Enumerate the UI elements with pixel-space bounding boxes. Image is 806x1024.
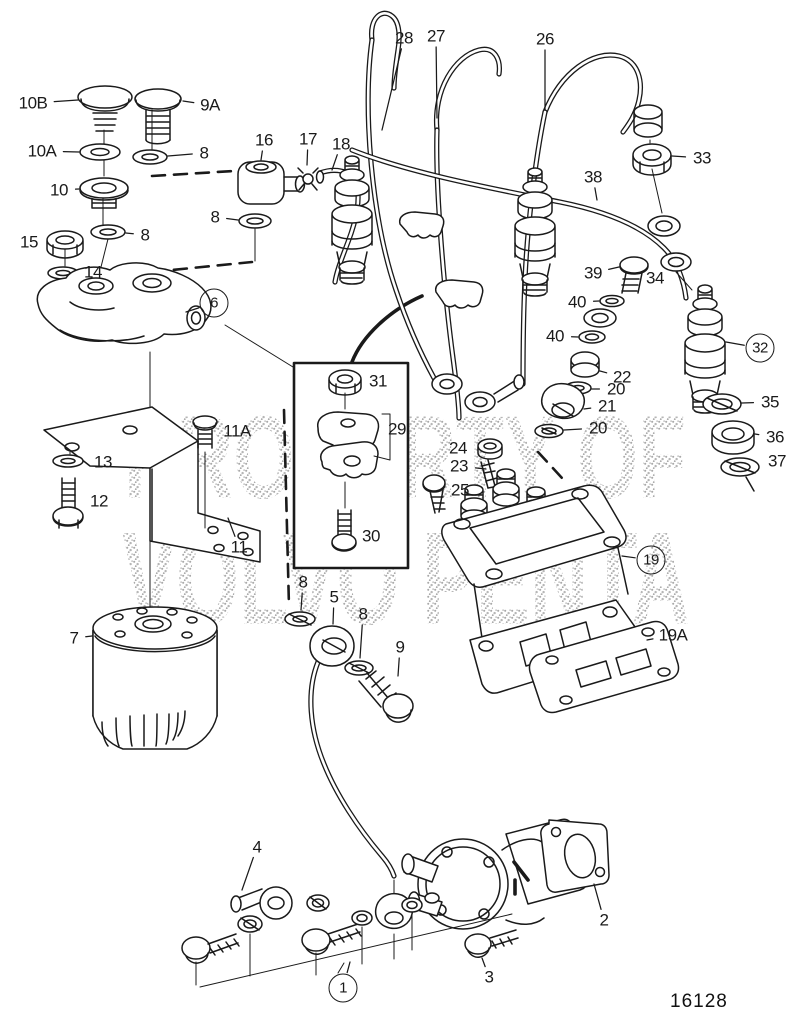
leader-line-8 bbox=[167, 153, 193, 157]
callout-24-37: 24 bbox=[449, 438, 467, 458]
leader-line-2 bbox=[593, 883, 602, 910]
leader-line-9 bbox=[397, 657, 400, 677]
leader-line-1 bbox=[346, 961, 351, 974]
callout-21-23: 21 bbox=[598, 396, 616, 416]
leader-line-36 bbox=[754, 433, 760, 436]
callout-9-46: 9 bbox=[395, 637, 405, 657]
callout-8-45: 8 bbox=[358, 604, 368, 624]
callout-33-15: 33 bbox=[693, 148, 711, 168]
leader-line-8 bbox=[226, 217, 239, 221]
callout-5-44: 5 bbox=[329, 587, 339, 607]
leader-line-11 bbox=[227, 517, 236, 537]
leader-line-7 bbox=[85, 635, 93, 638]
callout-35-26: 35 bbox=[761, 392, 779, 412]
return-line-hardware bbox=[578, 104, 693, 344]
callout-9A-1: 9A bbox=[200, 95, 220, 115]
callout-19A-41: 19A bbox=[658, 625, 688, 645]
callout-6-29: 6 bbox=[199, 288, 229, 318]
leader-line-8 bbox=[125, 232, 134, 235]
leader-line-20 bbox=[563, 428, 583, 431]
leader-line-8 bbox=[359, 624, 363, 659]
bottom-hardware-row bbox=[181, 886, 519, 988]
leader-line-3 bbox=[481, 957, 486, 968]
injection-pump bbox=[441, 468, 680, 714]
callout-18-7: 18 bbox=[332, 134, 350, 154]
leader-line-39 bbox=[608, 266, 620, 271]
callout-leader-lines bbox=[53, 46, 760, 974]
callout-2-50: 2 bbox=[599, 910, 609, 930]
callout-40-18: 40 bbox=[568, 292, 586, 312]
leader-line-16 bbox=[260, 150, 263, 161]
callout-4-47: 4 bbox=[252, 837, 262, 857]
callout-7-42: 7 bbox=[69, 628, 79, 648]
callout-22-21: 22 bbox=[613, 367, 631, 387]
leader-line-22 bbox=[599, 370, 608, 374]
callout-29-35: 29 bbox=[388, 419, 406, 439]
callout-10-4: 10 bbox=[50, 180, 68, 200]
callout-13-31: 13 bbox=[94, 452, 112, 472]
mounting-bracket bbox=[43, 406, 261, 563]
callout-38-16: 38 bbox=[584, 167, 602, 187]
leader-line-19 bbox=[621, 555, 636, 559]
injection-pipes bbox=[349, 10, 689, 421]
leader-line-5 bbox=[332, 607, 335, 625]
leader-line-6 bbox=[185, 307, 200, 313]
clamp-detail-box bbox=[292, 294, 424, 570]
fuel-filter bbox=[92, 606, 218, 750]
callout-3-49: 3 bbox=[484, 967, 494, 987]
callout-28-12: 28 bbox=[395, 28, 413, 48]
callout-10B-0: 10B bbox=[18, 93, 48, 113]
leader-line-9A bbox=[182, 100, 195, 104]
callout-37-28: 37 bbox=[768, 451, 786, 471]
leader-line-4 bbox=[241, 856, 254, 891]
callout-32-25: 32 bbox=[745, 333, 775, 363]
leader-line-38 bbox=[594, 187, 598, 201]
fuel-line-banjo bbox=[284, 611, 414, 879]
plug-and-washer-stack bbox=[46, 85, 182, 300]
callout-8-43: 8 bbox=[298, 572, 308, 592]
callout-23-38: 23 bbox=[450, 456, 468, 476]
injector-seal-washers bbox=[702, 393, 760, 492]
callout-14-10: 14 bbox=[84, 262, 102, 282]
leader-line-8 bbox=[300, 592, 303, 611]
callout-39-17: 39 bbox=[584, 263, 602, 283]
callout-30-36: 30 bbox=[362, 526, 380, 546]
callout-1-48: 1 bbox=[328, 973, 358, 1003]
leader-line-17 bbox=[306, 149, 309, 166]
pump-inlet-hardware bbox=[422, 351, 600, 514]
callout-27-13: 27 bbox=[427, 26, 445, 46]
callout-20-24: 20 bbox=[589, 418, 607, 438]
callout-20-22: 20 bbox=[607, 379, 625, 399]
leader-line-19A bbox=[646, 638, 654, 641]
callout-17-6: 17 bbox=[299, 129, 317, 149]
callout-16-5: 16 bbox=[255, 130, 273, 150]
leader-line-18 bbox=[331, 154, 338, 171]
callout-12-32: 12 bbox=[90, 491, 108, 511]
callout-8-11: 8 bbox=[210, 207, 220, 227]
leader-line-28 bbox=[381, 48, 403, 131]
callout-36-27: 36 bbox=[766, 427, 784, 447]
leader-line-10B bbox=[53, 99, 79, 103]
callout-11A-30: 11A bbox=[223, 421, 251, 441]
callout-15-9: 15 bbox=[20, 232, 38, 252]
callout-40-20: 40 bbox=[546, 326, 564, 346]
callout-11-33: 11 bbox=[230, 537, 248, 557]
callout-8-8: 8 bbox=[140, 225, 150, 245]
callout-26-14: 26 bbox=[536, 29, 554, 49]
callout-19-40: 19 bbox=[636, 545, 666, 575]
callout-31-34: 31 bbox=[369, 371, 387, 391]
leader-line-32 bbox=[725, 341, 745, 346]
leader-line-21 bbox=[583, 407, 592, 410]
leader-line-23 bbox=[474, 467, 487, 470]
lift-pump bbox=[393, 818, 610, 930]
dashed-alignment-lines bbox=[150, 168, 564, 609]
callout-8-3: 8 bbox=[199, 143, 209, 163]
callout-34-19: 34 bbox=[646, 268, 664, 288]
diagram-number: 16128 bbox=[670, 991, 728, 1012]
leader-line-27 bbox=[435, 46, 438, 119]
callout-10A-2: 10A bbox=[27, 141, 57, 161]
leader-line-33 bbox=[671, 155, 687, 158]
callout-25-39: 25 bbox=[451, 480, 469, 500]
